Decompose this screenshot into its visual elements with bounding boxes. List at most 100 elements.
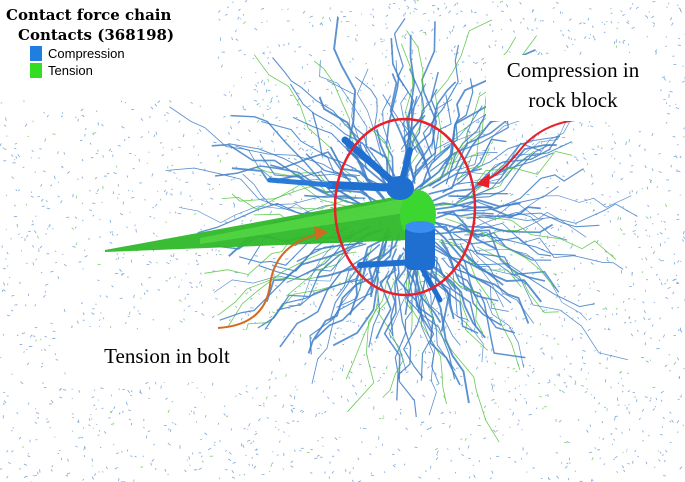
contact-dot [478,353,481,357]
contact-dot [621,465,625,469]
contact-dot [627,43,629,46]
contact-dot [292,340,295,344]
contact-dot [652,386,656,388]
contact-dot [491,383,493,387]
contact-dot [183,318,185,321]
contact-dot [59,396,63,399]
contact-dot [468,476,471,479]
contact-dot [503,270,506,273]
contact-dot [84,255,88,258]
compression-chain [436,206,541,218]
compression-chain [356,68,388,144]
contact-dot [46,207,50,210]
contact-dot [628,317,631,320]
contact-dot [165,221,168,223]
compression-chain [420,236,530,324]
contact-dot [682,80,685,83]
contact-dot [42,170,46,173]
contact-dot [672,291,675,295]
contact-dot [287,8,289,10]
contact-dot [319,343,322,347]
contact-dot [196,387,198,389]
contact-dot [229,319,231,322]
contact-dot [262,402,265,405]
contact-dot [385,365,388,369]
contact-dot [664,449,668,453]
contact-dot [682,230,685,235]
contact-dot [436,453,438,456]
contact-dot [610,12,613,15]
contact-dot [425,101,428,105]
contact-dot [644,15,648,18]
compression-chain [424,277,456,371]
contact-dot [256,119,260,123]
contact-dot [591,479,594,482]
contact-dot [597,402,601,405]
contact-dot [660,399,663,402]
contact-dot [659,451,662,454]
contact-dot [322,445,324,448]
contact-dot [204,396,206,398]
contact-dot [649,235,651,238]
contact-dot [586,388,589,390]
contact-dot [38,157,40,159]
contact-dot [329,18,332,22]
contact-dot [422,67,425,69]
contact-dot [72,245,76,248]
contact-dot [630,333,634,337]
contact-dot [3,400,7,404]
contact-dot [149,215,152,218]
contact-dot [302,10,306,14]
contact-dot [130,259,133,263]
contact-dot [433,340,436,343]
contact-dot [139,389,142,393]
contact-dot [677,170,681,173]
tension-callout: Tension in bolt [70,330,264,382]
contact-dot [436,7,439,10]
contact-dot [304,81,306,85]
contact-dot [435,50,437,53]
compression-chain [474,133,538,182]
contact-dot [194,406,197,409]
contact-dot [418,349,420,352]
contact-dot [124,321,127,324]
contact-dot [468,54,470,57]
contact-dot [489,477,492,480]
contact-dot [413,0,417,2]
contact-dot [321,413,323,415]
contact-dot [624,321,627,324]
contact-dot [537,133,540,136]
contact-dot [267,62,270,65]
contact-dot [550,226,554,230]
contact-dot [77,320,79,324]
contact-dot [52,228,54,230]
contact-dot [32,335,36,337]
contact-dot [666,6,668,8]
contact-dot [253,99,258,102]
contact-dot [82,219,84,222]
contact-dot [255,84,258,87]
contact-dot [620,10,623,13]
contact-dot [288,307,291,310]
contact-dot [267,46,269,48]
contact-dot [448,30,452,34]
contact-dot [535,407,538,410]
contact-dot [225,152,229,155]
contact-dot [683,136,685,138]
contact-dot [98,429,101,432]
compression-cylinder [405,225,435,270]
contact-dot [644,165,647,169]
contact-dot [555,452,559,454]
contact-dot [399,288,402,292]
contact-dot [561,390,565,394]
contact-dot [153,443,155,446]
contact-dot [127,389,131,394]
contact-dot [283,431,285,434]
contact-dot [660,89,662,91]
compression-chain [257,243,367,329]
compression-chain [408,128,432,196]
contact-dot [669,441,672,444]
contact-dot [531,124,533,126]
contact-dot [242,105,244,109]
contact-dot [313,301,315,305]
